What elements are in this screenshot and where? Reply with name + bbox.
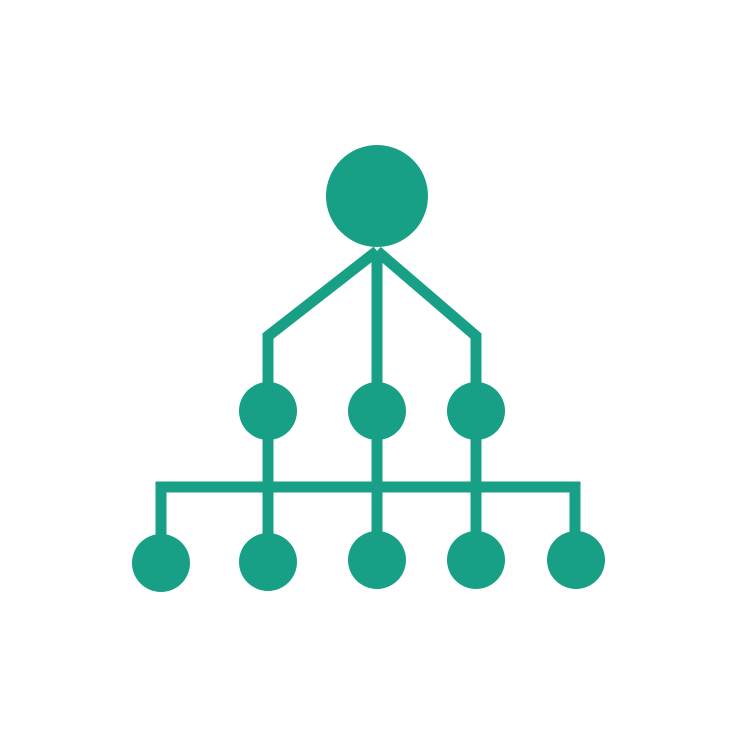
node-leaf-5 xyxy=(547,531,605,589)
node-root xyxy=(326,145,428,247)
bottom-bus-line xyxy=(155,481,581,560)
node-leaf-1 xyxy=(132,534,190,592)
node-mid-3 xyxy=(447,382,505,440)
node-leaf-2 xyxy=(239,533,297,591)
node-leaf-4 xyxy=(447,531,505,589)
node-leaf-3 xyxy=(348,531,406,589)
edge-root-to-mid-1 xyxy=(262,246,381,411)
node-mid-2 xyxy=(348,382,406,440)
node-circles xyxy=(132,145,605,592)
node-mid-1 xyxy=(239,382,297,440)
